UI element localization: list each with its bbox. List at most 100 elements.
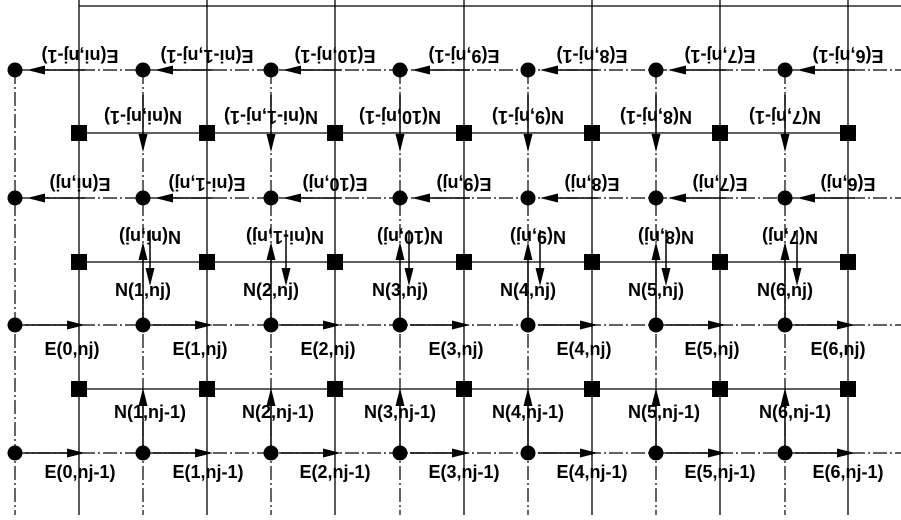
node-circle (648, 62, 664, 78)
cell-center-square (327, 381, 343, 397)
node-circle (263, 317, 279, 333)
node-circle (777, 190, 793, 206)
cell-center-square (199, 381, 215, 397)
node-circle (7, 190, 23, 206)
east-flux-arrow-flipped-head (412, 193, 430, 203)
e-njm1-label: E(4,nj-1) (556, 462, 627, 482)
north-flux-arrow-head (651, 388, 661, 406)
n-nj-label: N(3,nj) (372, 280, 428, 300)
cell-center-square (327, 125, 343, 141)
node-circle (777, 62, 793, 78)
n-njm1-label: N(6,nj-1) (759, 402, 831, 422)
flux-labels: E(ni,nj-1)E(ni-1,nj-1)E(10,nj-1)E(9,nj-1… (42, 46, 884, 482)
node-circle (7, 62, 23, 78)
node-circle (263, 445, 279, 461)
cell-center-square (840, 381, 856, 397)
mid-flux-label: E(7,nj) (692, 174, 747, 194)
east-flux-arrow-head (837, 320, 855, 330)
north-flux-arrow-head (523, 242, 533, 260)
node-circle (263, 62, 279, 78)
north-flux-arrow-flipped-head (266, 134, 276, 152)
east-flux-arrow-flipped-head (797, 65, 815, 75)
east-flux-arrow-flipped-head (283, 193, 301, 203)
top-flux-label: E(7,nj-1) (684, 46, 755, 66)
n-nj-label: N(1,nj) (115, 280, 171, 300)
n-nj-label: N(5,nj) (628, 280, 684, 300)
east-flux-arrow-flipped-head (283, 65, 301, 75)
north-flux-arrow-head (395, 242, 405, 260)
east-flux-arrow-flipped-head (27, 193, 45, 203)
e-nj-label: E(3,nj) (428, 339, 483, 359)
node-circle (520, 445, 536, 461)
node-circle (777, 317, 793, 333)
node-circle (520, 62, 536, 78)
top-flux-label: E(ni,nj-1) (42, 46, 119, 66)
top-n-label: N(ni-1,nj-1) (224, 107, 318, 127)
north-flux-arrow-flipped-head (145, 268, 155, 286)
n-njm1-label: N(1,nj-1) (114, 402, 186, 422)
mid-flux-label: E(8,nj) (564, 174, 619, 194)
n-nj-label: N(2,nj) (243, 280, 299, 300)
cell-center-square (199, 254, 215, 270)
east-flux-arrow-flipped-head (668, 65, 686, 75)
mid-n-label: N(9,nj) (510, 227, 566, 247)
cell-center-square (71, 125, 87, 141)
cell-center-square (71, 381, 87, 397)
top-flux-label: E(ni-1,nj-1) (160, 46, 253, 66)
e-nj-label: E(2,nj) (300, 339, 355, 359)
node-circle (135, 445, 151, 461)
east-flux-arrow-head (195, 320, 213, 330)
mid-n-label: N(ni-1,nj) (246, 227, 324, 247)
top-n-label: N(8,nj-1) (620, 107, 692, 127)
north-flux-arrow-head (138, 388, 148, 406)
east-flux-arrow-head (452, 448, 470, 458)
cell-center-square (71, 254, 87, 270)
mid-flux-label: E(6,nj) (820, 174, 875, 194)
n-njm1-label: N(5,nj-1) (628, 402, 700, 422)
top-n-label: N(9,nj-1) (492, 107, 564, 127)
top-n-label: N(7,nj-1) (749, 107, 821, 127)
flux-arrows (25, 65, 855, 458)
e-nj-label: E(6,nj) (810, 339, 865, 359)
north-flux-arrow-head (780, 388, 790, 406)
cell-center-square (584, 254, 600, 270)
n-njm1-label: N(4,nj-1) (492, 402, 564, 422)
node-circle (648, 445, 664, 461)
north-flux-arrow-head (395, 388, 405, 406)
n-njm1-label: N(3,nj-1) (364, 402, 436, 422)
cell-center-square (456, 254, 472, 270)
e-njm1-label: E(3,nj-1) (428, 462, 499, 482)
node-circle (520, 317, 536, 333)
north-flux-arrow-flipped-head (523, 134, 533, 152)
e-nj-label: E(5,nj) (684, 339, 739, 359)
east-flux-arrow-flipped-head (540, 65, 558, 75)
north-flux-arrow-flipped-head (535, 268, 545, 286)
mid-n-label: N(7,nj) (762, 227, 818, 247)
north-flux-arrow-head (523, 388, 533, 406)
grid-nodes (7, 62, 856, 461)
cell-center-square (327, 254, 343, 270)
node-circle (135, 62, 151, 78)
north-flux-arrow-flipped-head (780, 134, 790, 152)
north-flux-arrow-head (651, 242, 661, 260)
cell-center-square (456, 381, 472, 397)
e-njm1-label: E(0,nj-1) (44, 462, 115, 482)
east-flux-arrow-flipped-head (412, 65, 430, 75)
node-circle (777, 445, 793, 461)
node-circle (263, 190, 279, 206)
e-nj-label: E(0,nj) (44, 339, 99, 359)
east-flux-arrow-head (580, 320, 598, 330)
mid-flux-label: E(10,nj) (302, 174, 367, 194)
node-circle (392, 445, 408, 461)
e-njm1-label: E(1,nj-1) (172, 462, 243, 482)
node-circle (7, 445, 23, 461)
east-flux-arrow-flipped-head (155, 193, 173, 203)
top-n-label: N(10,nj-1) (359, 107, 441, 127)
cell-center-square (456, 125, 472, 141)
east-flux-arrow-head (323, 320, 341, 330)
east-flux-arrow-head (67, 320, 85, 330)
node-circle (520, 190, 536, 206)
n-nj-label: N(4,nj) (500, 280, 556, 300)
north-flux-arrow-flipped-head (651, 134, 661, 152)
north-flux-arrow-head (266, 242, 276, 260)
